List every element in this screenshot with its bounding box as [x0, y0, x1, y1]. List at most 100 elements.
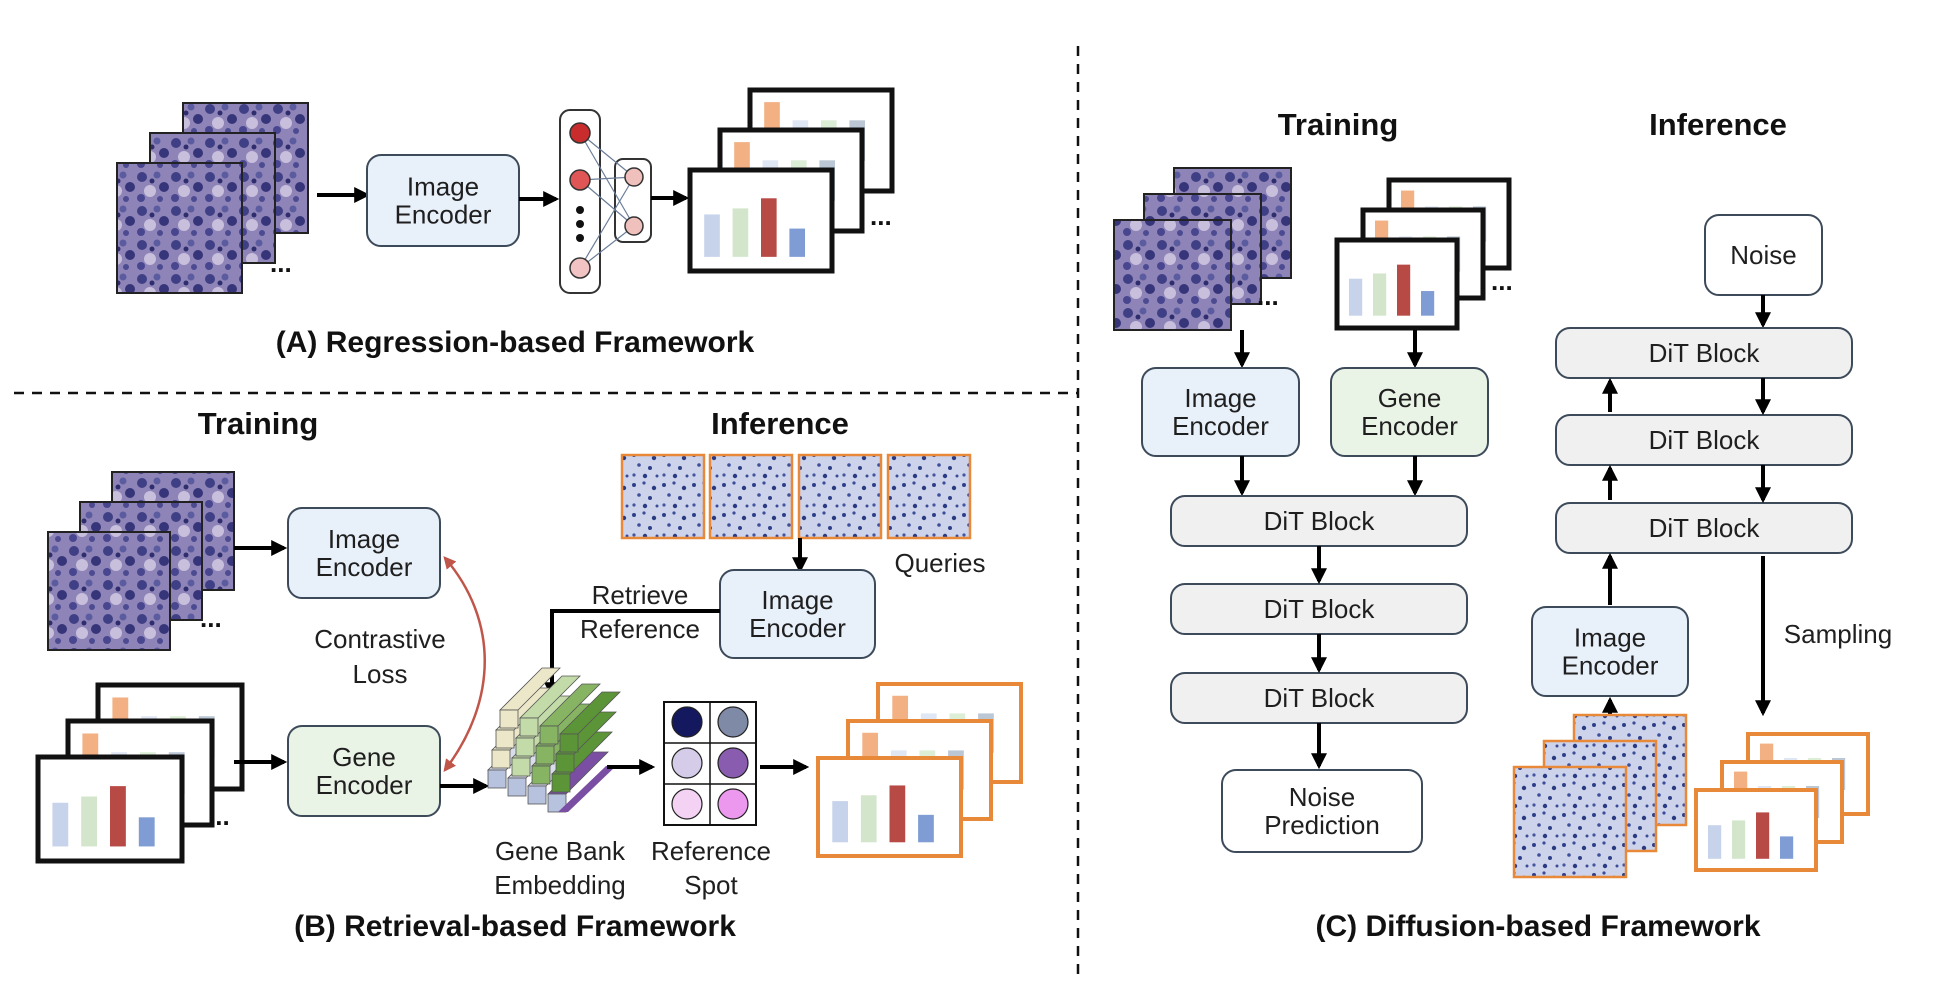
embedding-cell: [515, 737, 535, 757]
embedding-bar: [558, 766, 616, 812]
panel-b-gene-encoder-label: Encoder: [316, 770, 413, 800]
expression-bar: [860, 795, 877, 843]
mlp-edge: [579, 132, 635, 227]
panel-b-inference-encoder-label: Image: [761, 585, 833, 615]
tissue-patch: [1113, 219, 1232, 331]
infer-dit-block-2: DiT Block: [1555, 414, 1853, 466]
expression-bar: [110, 786, 126, 847]
train-dit-block-3-label: DiT Block: [1264, 683, 1376, 713]
infer-dit-block-1: DiT Block: [1555, 327, 1853, 379]
mlp-edge: [579, 176, 635, 269]
panel-c-image-encoder-label: Image: [1184, 383, 1256, 413]
expression-bar: [832, 801, 849, 843]
panel-b-image-encoder-label: Image: [328, 524, 400, 554]
embedding-cell: [487, 769, 507, 789]
embedding-cell: [499, 709, 519, 729]
train-dit-block-1-label: DiT Block: [1264, 506, 1376, 536]
spot: [671, 747, 703, 779]
panel-a-title: (A) Regression-based Framework: [276, 326, 755, 359]
gene-bank-line1: Gene Bank: [495, 836, 626, 866]
panel-b-arrow-retrieve: [544, 609, 720, 699]
expression-frame-front: [816, 756, 963, 858]
contrastive-loss-line2: Loss: [353, 659, 408, 689]
noise-prediction-box-box: [1221, 769, 1423, 853]
mlp-dot: [576, 234, 584, 242]
panel-c-tissue-ellipsis: ...: [1257, 281, 1279, 311]
panel-a-ellipsis: ...: [270, 248, 292, 278]
panel-b-inference-encoder-label: Encoder: [749, 613, 846, 643]
expression-frame-front: [1694, 788, 1818, 872]
expression-bar: [1349, 278, 1363, 316]
expression-bar: [761, 198, 777, 257]
spot: [717, 788, 749, 820]
expression-bar: [789, 228, 806, 257]
panel-c-inference-encoder-box: [1531, 606, 1689, 697]
panel-c-gene-encoder-box: [1330, 367, 1489, 457]
panel-c-image-encoder-box: [1141, 367, 1300, 457]
expression-bar: [1397, 264, 1411, 316]
mlp-neuron: [624, 216, 644, 236]
contrastive-loss-line1: Contrastive: [314, 624, 446, 654]
train-dit-block-2-label: DiT Block: [1264, 594, 1376, 624]
spot: [717, 706, 749, 738]
mlp-neuron: [569, 257, 591, 279]
panel-b-title: (B) Retrieval-based Framework: [294, 910, 736, 943]
expression-frame-front: [687, 167, 835, 274]
panel-b-training-heading: Training: [198, 406, 319, 441]
expression-bar: [52, 802, 69, 847]
mlp-edge: [579, 225, 635, 269]
expression-bar: [1373, 273, 1387, 316]
panel-b-inference-encoder-box: [719, 569, 876, 659]
panel-b-image-encoder-label: Encoder: [316, 552, 413, 582]
panel-b-inference-heading: Inference: [711, 406, 849, 441]
mlp-edge: [579, 132, 635, 178]
panel-b-gene-encoder-box: [287, 725, 441, 817]
infer-dit-block-3-label: DiT Block: [1649, 513, 1761, 543]
mlp-dot: [576, 220, 584, 228]
noise-prediction-box-label: Prediction: [1264, 810, 1380, 840]
spot: [717, 747, 749, 779]
expression-bar: [918, 814, 934, 843]
embedding-cell: [507, 777, 527, 797]
panel-c-inference-encoder-label: Image: [1574, 623, 1646, 653]
infer-dit-block-2-box: [1555, 414, 1853, 466]
retrieve-reference-line1: Retrieve: [592, 580, 689, 610]
retrieve-reference-line2: Reference: [580, 614, 700, 644]
panel-c-training-heading: Training: [1278, 107, 1399, 142]
infer-dit-block-1-label: DiT Block: [1649, 338, 1761, 368]
embedding-cell: [519, 717, 539, 737]
noise-box-label: Noise: [1730, 240, 1796, 270]
query-patch: [620, 453, 706, 540]
expression-bar: [1732, 820, 1746, 859]
noise-box: Noise: [1704, 214, 1823, 296]
panel-c-tissue-stack: [1113, 167, 1292, 331]
panel-b-tissue-stack: [47, 471, 235, 651]
embedding-cell: [531, 765, 551, 785]
panel-a-image-encoder-label: Encoder: [395, 200, 492, 230]
expression-bar: [704, 214, 720, 257]
embedding-cell: [511, 757, 531, 777]
panel-a-frame-ellipsis: ...: [870, 201, 892, 231]
mlp-dot: [576, 206, 584, 214]
panel-a-tissue-stack: [116, 102, 309, 294]
panel-b-image-encoder-box: [287, 507, 441, 599]
expression-bar: [1756, 812, 1770, 859]
panel-a-image-encoder-label: Image: [407, 172, 479, 202]
mlp-neuron: [569, 169, 591, 191]
embedding-cell: [551, 773, 571, 793]
mlp-edge: [579, 179, 635, 227]
panel-a-mlp: [559, 109, 652, 294]
expression-frame-front: [35, 754, 185, 864]
reference-spot-line2: Spot: [684, 870, 738, 900]
infer-dit-block-3-box: [1555, 502, 1853, 554]
spot: [671, 788, 703, 820]
infer-dit-block-3: DiT Block: [1555, 502, 1853, 554]
reference-spot-line1: Reference: [651, 836, 771, 866]
expression-frame-front: [1334, 237, 1460, 331]
tissue-patch: [116, 162, 243, 294]
embedding-cell: [547, 793, 567, 813]
